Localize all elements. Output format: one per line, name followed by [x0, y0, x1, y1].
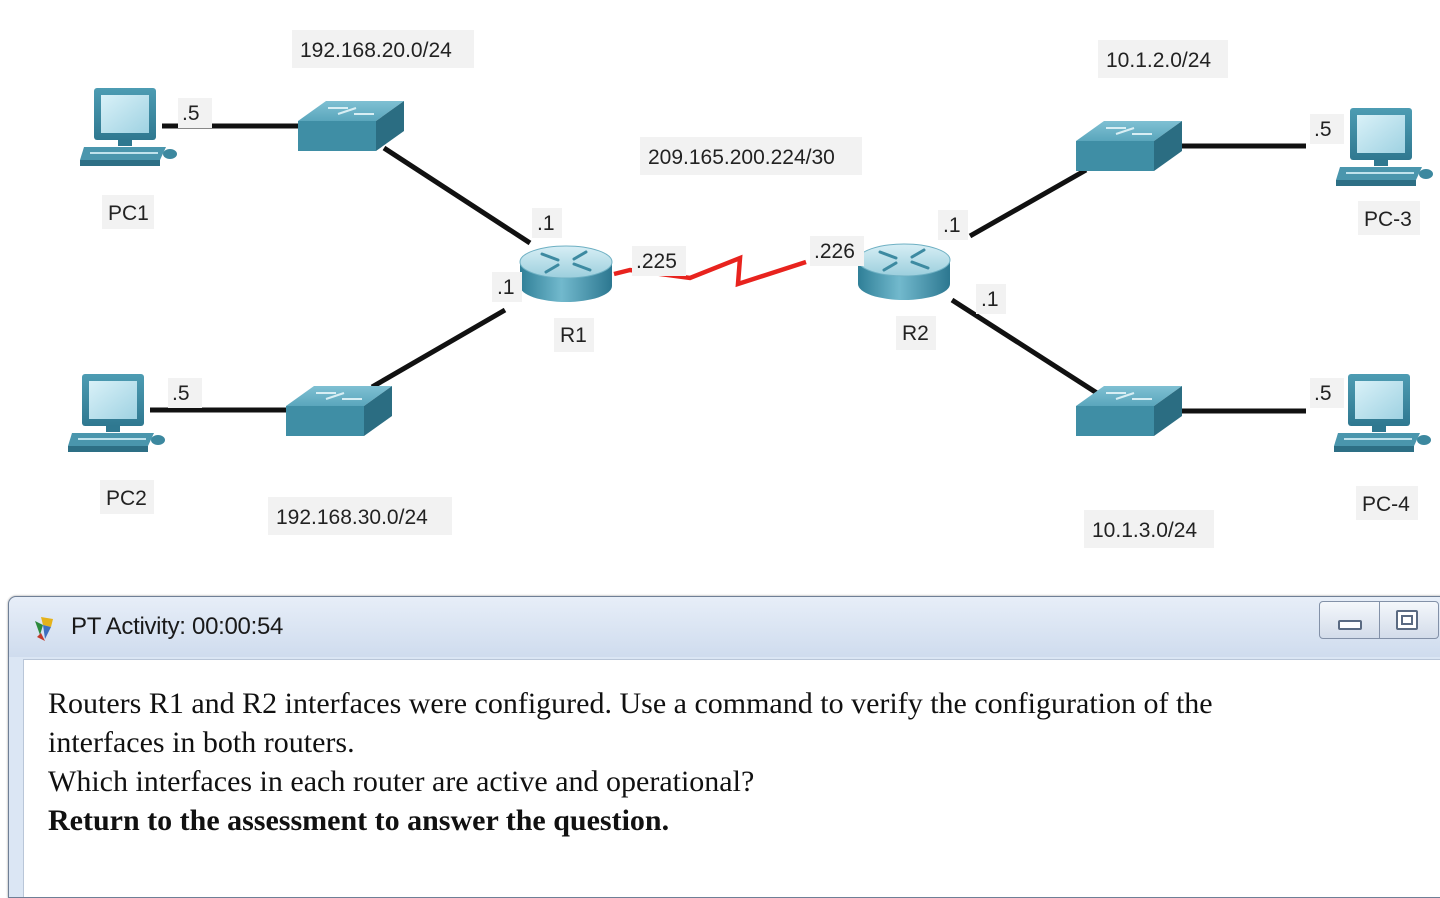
- pc3-computer-icon[interactable]: [1335, 107, 1434, 187]
- packet-tracer-icon: [35, 617, 53, 641]
- r1-label: R1: [560, 324, 587, 347]
- switch4-icon[interactable]: [1075, 385, 1183, 437]
- instruction-bold-line: Return to the assessment to answer the q…: [48, 804, 670, 837]
- switch1-icon[interactable]: [297, 100, 405, 152]
- instruction-line-2: interfaces in both routers.: [48, 726, 355, 759]
- address-pc4: .5: [1314, 382, 1332, 405]
- title-bar[interactable]: PT Activity: 00:00:54: [9, 597, 1440, 657]
- maximize-icon: [1395, 610, 1418, 630]
- link-switch2-r1: [370, 307, 507, 390]
- r1-router-icon[interactable]: [518, 244, 614, 304]
- address-pc2: .5: [172, 382, 190, 405]
- address-r2-bottom: .1: [981, 288, 999, 311]
- maximize-button[interactable]: [1380, 602, 1439, 638]
- ethernet-links: [150, 123, 1306, 414]
- address-r2-wan: .226: [814, 240, 855, 263]
- pc2-computer-icon[interactable]: [67, 373, 166, 453]
- network-label-wan: 209.165.200.224/30: [648, 146, 835, 169]
- pc2-label: PC2: [106, 487, 147, 510]
- r2-router-icon[interactable]: [856, 242, 952, 302]
- minimize-icon: [1338, 620, 1362, 630]
- network-label-lan-r1-bottom: 192.168.30.0/24: [276, 506, 428, 529]
- address-pc3: .5: [1314, 118, 1332, 141]
- network-label-lan-r2-top: 10.1.2.0/24: [1106, 49, 1211, 72]
- minimize-button[interactable]: [1320, 602, 1380, 638]
- pt-activity-window: PT Activity: 00:00:54 Routers R1 and R2 …: [8, 596, 1440, 898]
- pc3-label: PC-3: [1364, 208, 1412, 231]
- instruction-line-1: Routers R1 and R2 interfaces were config…: [48, 687, 1213, 720]
- activity-content: Routers R1 and R2 interfaces were config…: [23, 659, 1440, 897]
- pc1-label: PC1: [108, 202, 149, 225]
- address-r1-top: .1: [537, 212, 555, 235]
- switch3-icon[interactable]: [1075, 120, 1183, 172]
- address-pc1: .5: [182, 102, 200, 125]
- link-r2-switch3: [968, 167, 1088, 239]
- pc4-computer-icon[interactable]: [1333, 373, 1432, 453]
- instructions-text: Routers R1 and R2 interfaces were config…: [48, 684, 1438, 840]
- address-r1-bottom: .1: [497, 276, 515, 299]
- window-title: PT Activity: 00:00:54: [71, 613, 284, 640]
- instruction-line-3: Which interfaces in each router are acti…: [48, 765, 755, 798]
- switch2-icon[interactable]: [285, 385, 393, 437]
- link-switch1-r1: [382, 145, 532, 246]
- r2-label: R2: [902, 322, 929, 345]
- address-r2-top: .1: [943, 214, 961, 237]
- address-r1-wan: .225: [636, 250, 677, 273]
- link-r2-switch4: [950, 297, 1102, 398]
- network-topology: 192.168.20.0/24 192.168.30.0/24 209.165.…: [67, 30, 1434, 548]
- network-label-lan-r1-top: 192.168.20.0/24: [300, 39, 452, 62]
- pc4-label: PC-4: [1362, 493, 1410, 516]
- serial-link-r1-r2: [613, 254, 807, 288]
- network-label-lan-r2-bottom: 10.1.3.0/24: [1092, 519, 1197, 542]
- window-controls: [1319, 601, 1439, 639]
